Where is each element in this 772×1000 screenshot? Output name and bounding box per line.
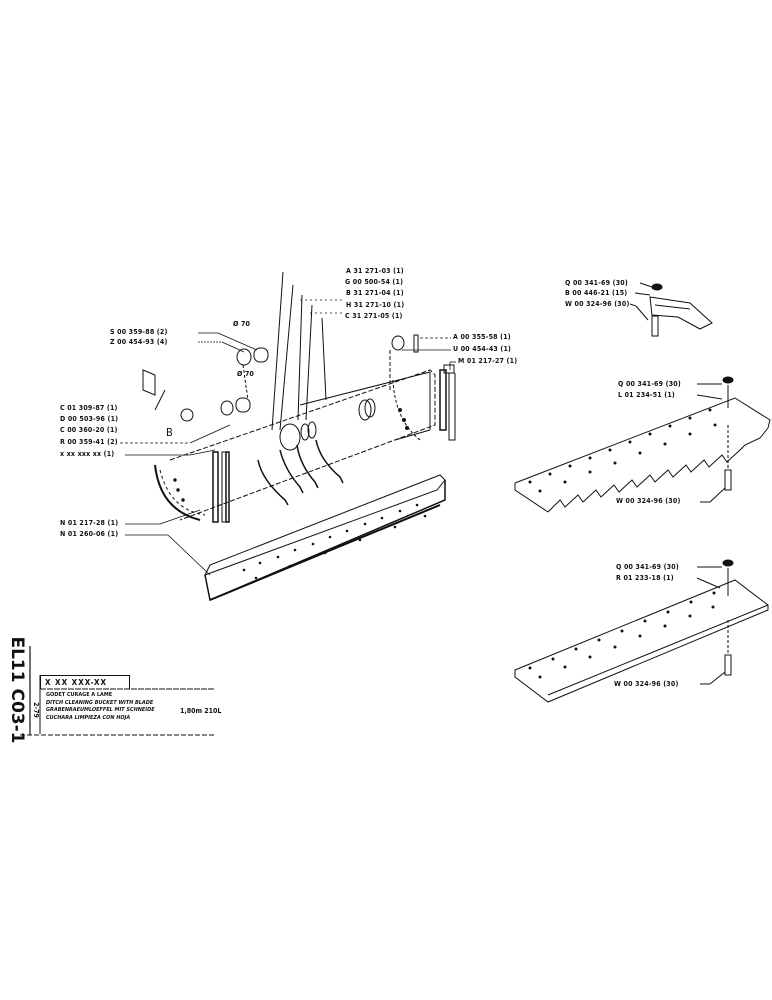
part-callout: Z 00 454-93 (4) [110, 338, 168, 346]
part-callout: A 00 355-58 (1) [453, 333, 511, 341]
serrated-blade-drawing [514, 376, 771, 513]
part-callout: C 31 271-05 (1) [345, 312, 403, 320]
part-callout: x xx xxx xx (1) [60, 450, 115, 458]
part-code: X XX XXX-XX [40, 675, 130, 689]
tooth-detail-drawing [629, 282, 713, 337]
part-callout: N 01 217-28 (1) [60, 519, 119, 527]
part-callout: A 31 271-03 (1) [346, 267, 404, 275]
part-callout: R 01 233-18 (1) [616, 574, 674, 582]
part-callout: G 00 500-54 (1) [345, 278, 404, 286]
part-callout: D 00 503-96 (1) [60, 415, 119, 423]
part-callout: Q 00 341-69 (30) [565, 279, 628, 287]
bucket-assembly-drawing [142, 271, 456, 602]
description-de: GRABENRAEUMLOEFFEL MIT SCHNEIDE [46, 707, 155, 713]
title-description: GODET CURAGE A LAME DITCH CLEANING BUCKE… [46, 692, 155, 722]
date-code-text: 2-79 [32, 702, 40, 718]
part-callout: H 31 271-10 (1) [346, 301, 405, 309]
part-callout: W 00 324-96 (30) [616, 497, 681, 505]
part-callout: W 00 324-96 (30) [614, 680, 679, 688]
part-callout: W 00 324-96 (30) [565, 300, 630, 308]
part-callout: U 00 454-43 (1) [453, 345, 512, 353]
description-fr: GODET CURAGE A LAME [46, 692, 113, 698]
part-callout: B 00 446-21 (15) [565, 289, 628, 297]
drawing-number: EL11 C03-1 [2, 636, 32, 743]
dimension-label: Ø 70 [233, 320, 251, 328]
part-callout: C 00 360-20 (1) [60, 426, 118, 434]
leader-lines [120, 299, 456, 576]
part-callout: C 01 309-87 (1) [60, 404, 118, 412]
part-callout: B 31 271-04 (1) [346, 289, 404, 297]
drawing-number-text: EL11 C03-1 [7, 636, 27, 744]
part-callout: R 00 359-41 (2) [60, 438, 118, 446]
part-callout: Q 00 341-69 (30) [618, 380, 681, 388]
description-en: DITCH CLEANING BUCKET WITH BLADE [46, 699, 154, 706]
part-callout: L 01 234-51 (1) [618, 391, 676, 399]
view-marker: B [166, 426, 173, 439]
part-callout: M 01 217-27 (1) [458, 357, 518, 365]
part-callout: S 00 359-88 (2) [110, 328, 168, 336]
part-callout: N 01 260-06 (1) [60, 530, 119, 538]
size-capacity: 1,80m 210L [180, 707, 222, 715]
dimension-label: Ø 70 [237, 370, 255, 378]
description-es: CUCHARA LIMPIEZA CON HOJA [46, 714, 131, 721]
part-callout: Q 00 341-69 (30) [616, 563, 679, 571]
flat-blade-drawing [514, 559, 769, 703]
date-code: 2-79 [30, 690, 42, 730]
